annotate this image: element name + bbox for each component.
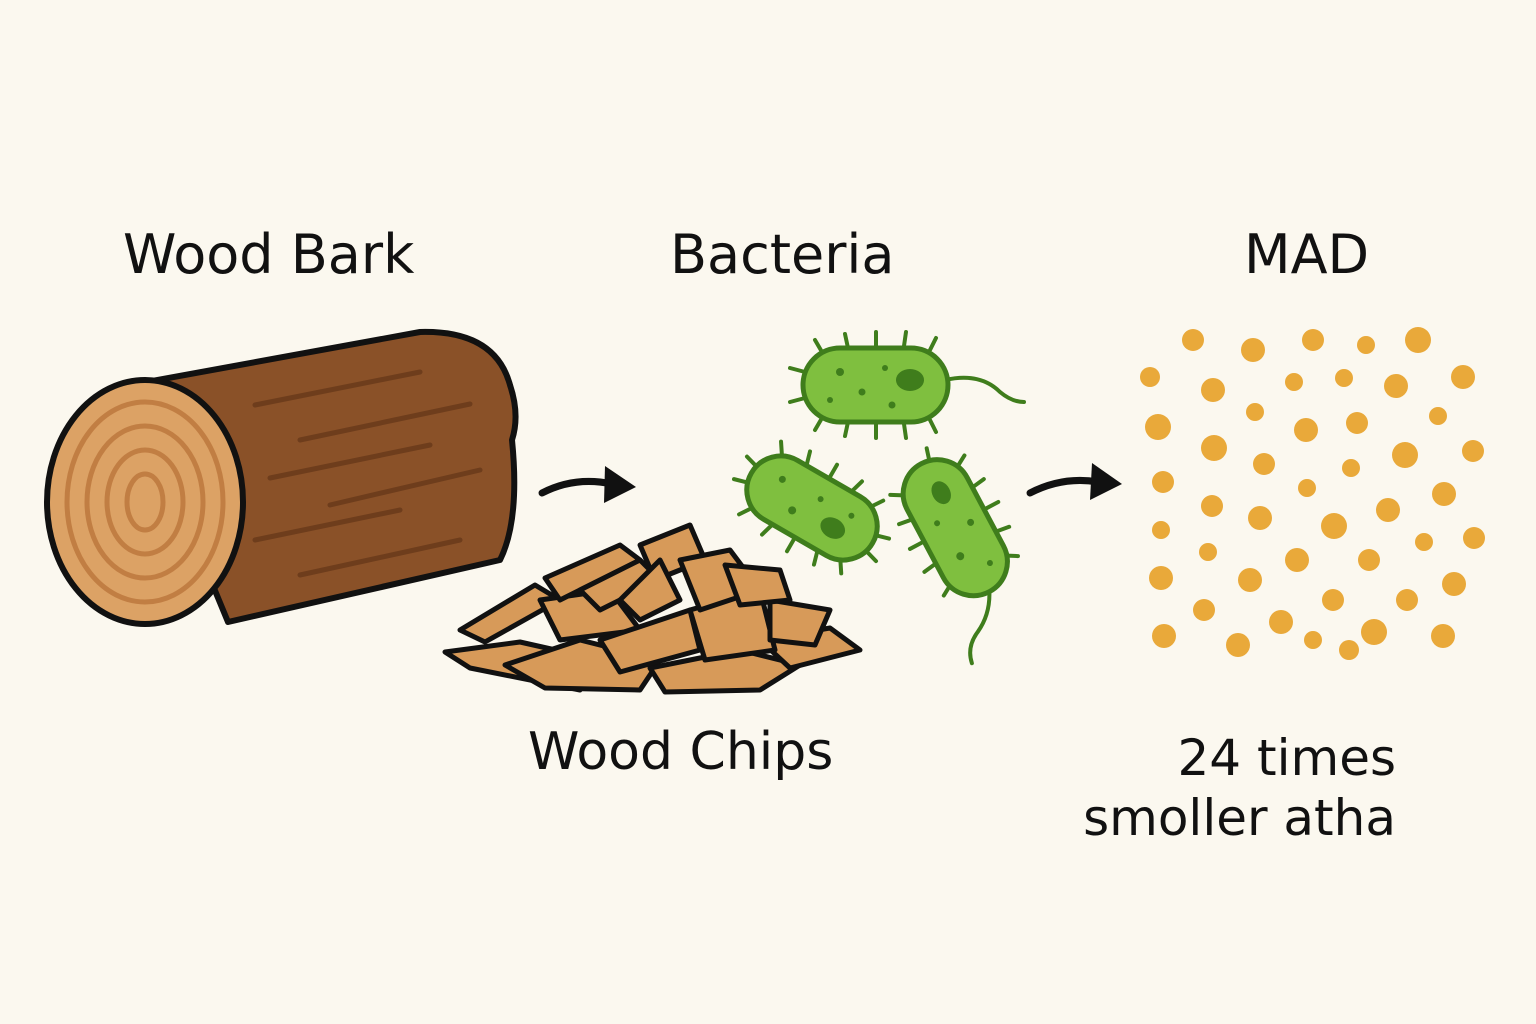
log-icon (44, 328, 519, 627)
particles-icon (1140, 327, 1485, 660)
mad-caption-line-1: 24 times (1177, 729, 1396, 787)
bacterium-top (788, 330, 1026, 440)
stage-title-mad: MAD (1244, 223, 1370, 286)
arrow-right-icon (1026, 463, 1122, 500)
mad-caption-line-2: smoller atha (1083, 789, 1396, 847)
bacteria-icon (731, 330, 1026, 666)
bacterium-right (888, 446, 1020, 666)
wood-chips-icon (442, 522, 863, 695)
mad-caption: 24 times smoller atha (1083, 728, 1396, 848)
stage-title-wood-bark: Wood Bark (123, 223, 415, 286)
stage-title-bacteria: Bacteria (670, 223, 895, 286)
bacterium-left (731, 439, 892, 576)
arrow-right-icon (538, 466, 636, 503)
wood-chips-label: Wood Chips (528, 722, 834, 782)
